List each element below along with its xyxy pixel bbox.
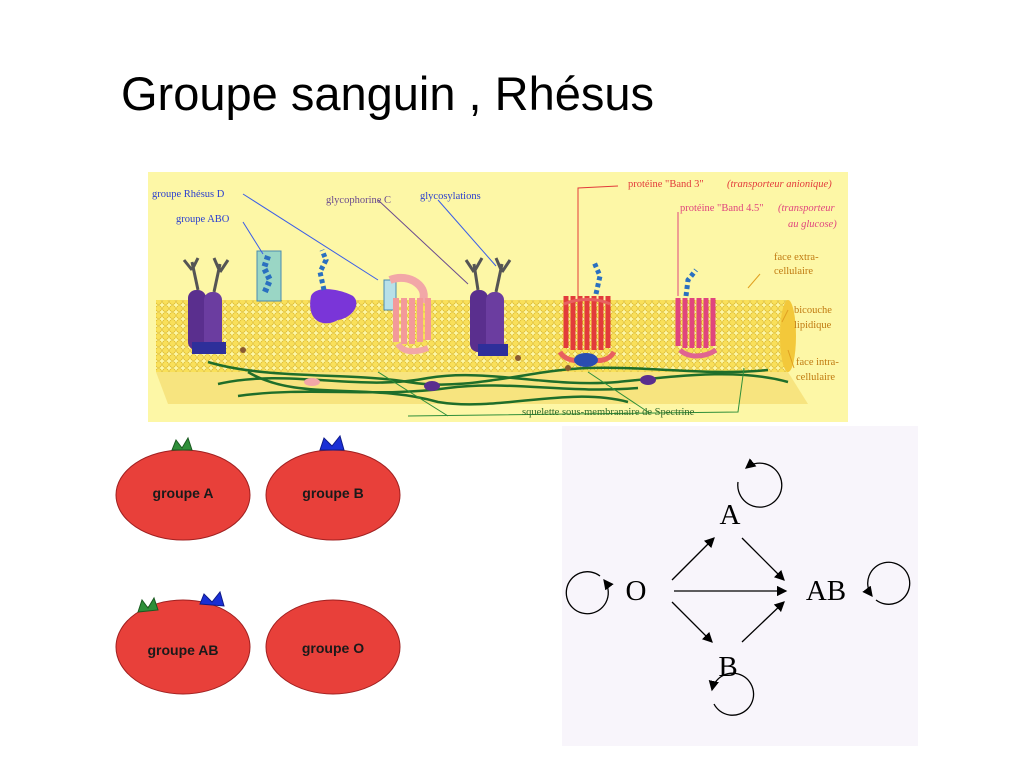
label-glycophorine: glycophorine C xyxy=(326,195,391,206)
loop-a xyxy=(737,458,783,508)
label-band45-prefix: protéine "Band 4.5" xyxy=(680,203,764,214)
antigen-b-icon xyxy=(319,434,345,451)
label-band45-suffix-2: au glucose) xyxy=(788,219,837,230)
node-o: O xyxy=(626,575,647,607)
label-bilayer-2: lipidique xyxy=(794,320,832,331)
antigen-b-icon xyxy=(199,590,225,607)
rhesus-protein-right xyxy=(464,257,512,356)
coil-protein-pink xyxy=(388,274,431,355)
label-bilayer-1: bicouche xyxy=(794,305,832,316)
cell-group-b: groupe B xyxy=(265,434,401,541)
edge-a-ab xyxy=(741,537,785,581)
label-glycosylations: glycosylations xyxy=(420,191,481,202)
band3-protein xyxy=(557,261,617,367)
cell-label-o: groupe O xyxy=(302,640,364,656)
node-b: B xyxy=(718,651,737,683)
label-spectrine: squelette sous-membranaire de Spectrine xyxy=(522,407,695,418)
label-intra-2: cellulaire xyxy=(796,372,835,383)
label-extra-2: cellulaire xyxy=(774,266,813,277)
label-band3-prefix: protéine "Band 3" xyxy=(628,179,704,190)
label-abo: groupe ABO xyxy=(176,214,230,225)
cells-panel: groupe A groupe B groupe AB groupe O xyxy=(115,434,401,695)
spectrin-network xyxy=(207,360,789,406)
cell-group-a: groupe A xyxy=(115,436,251,541)
edge-b-ab xyxy=(741,601,785,643)
cell-label-b: groupe B xyxy=(302,485,363,501)
antigen-a-icon xyxy=(171,436,193,451)
compatibility-graph: A O AB B xyxy=(562,426,918,746)
loop-b xyxy=(708,672,755,716)
node-a: A xyxy=(720,499,741,531)
label-band3-suffix: (transporteur anionique) xyxy=(727,179,832,190)
label-band45-suffix-1: (transporteur xyxy=(778,203,836,214)
edge-o-b xyxy=(671,601,713,643)
band45-protein xyxy=(675,268,718,359)
slide-title: Groupe sanguin , Rhésus xyxy=(121,67,654,120)
rhesus-protein-left xyxy=(182,257,230,354)
cell-group-ab: groupe AB xyxy=(115,590,251,695)
cell-label-ab: groupe AB xyxy=(147,642,218,658)
label-intra-1: face intra- xyxy=(796,357,839,368)
loop-ab xyxy=(862,561,911,605)
loop-o xyxy=(565,571,614,615)
label-extra-1: face extra- xyxy=(774,252,819,263)
node-ab: AB xyxy=(806,575,846,607)
cell-label-a: groupe A xyxy=(153,485,214,501)
label-rhesus-d: groupe Rhésus D xyxy=(152,189,225,200)
membrane-diagram: groupe Rhésus D groupe ABO glycophorine … xyxy=(148,172,848,422)
glycophorine-protein xyxy=(310,249,357,324)
cell-group-o: groupe O xyxy=(265,599,401,695)
antigen-a-icon xyxy=(137,596,159,613)
edge-o-a xyxy=(671,537,715,581)
